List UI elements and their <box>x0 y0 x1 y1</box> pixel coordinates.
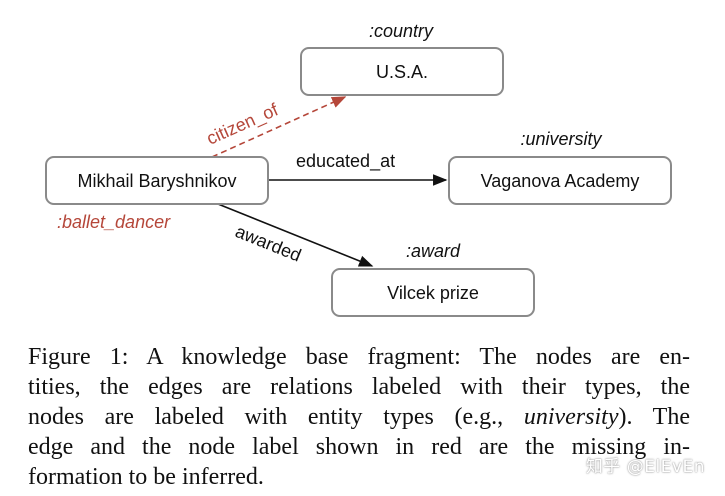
node-label-person: Mikhail Baryshnikov <box>77 171 236 191</box>
node-type-country: :country <box>369 21 434 41</box>
edge-label-awarded: awarded <box>233 221 305 265</box>
node-award: :award Vilcek prize <box>331 241 535 317</box>
edge-label-citizen-of: citizen_of <box>203 99 282 150</box>
node-label-award: Vilcek prize <box>387 283 479 303</box>
edge-label-educated-at: educated_at <box>296 151 395 172</box>
node-person: Mikhail Baryshnikov :ballet_dancer <box>45 156 269 232</box>
node-university: :university Vaganova Academy <box>448 129 672 205</box>
caption-line-3-pre: nodes are labeled with entity types (e.g… <box>28 404 524 430</box>
caption-line-2: tities, the edges are relations labeled … <box>28 374 690 400</box>
node-type-university: :university <box>520 129 602 149</box>
edge-citizen-of-line <box>211 96 347 158</box>
figure-caption: Figure 1: A knowledge base fragment: The… <box>28 342 690 492</box>
caption-line-1: Figure 1: A knowledge base fragment: The… <box>28 344 690 370</box>
watermark: 知乎 @ElEvEn <box>585 457 705 477</box>
caption-line-3: nodes are labeled with entity types (e.g… <box>28 402 690 432</box>
node-label-country: U.S.A. <box>376 62 428 82</box>
caption-line-3-em: university <box>523 404 619 430</box>
node-label-university: Vaganova Academy <box>481 171 640 191</box>
node-type-person: :ballet_dancer <box>57 212 171 232</box>
node-type-award: :award <box>406 241 461 261</box>
edge-awarded-line <box>217 203 374 267</box>
caption-line-5: formation to be inferred. <box>28 464 264 490</box>
caption-line-3-post: ). The <box>618 404 690 430</box>
node-country: :country U.S.A. <box>300 21 504 96</box>
caption-line-4: edge and the node label shown in red are… <box>28 434 690 460</box>
knowledge-graph-diagram: citizen_of educated_at awarded :country … <box>45 21 672 317</box>
